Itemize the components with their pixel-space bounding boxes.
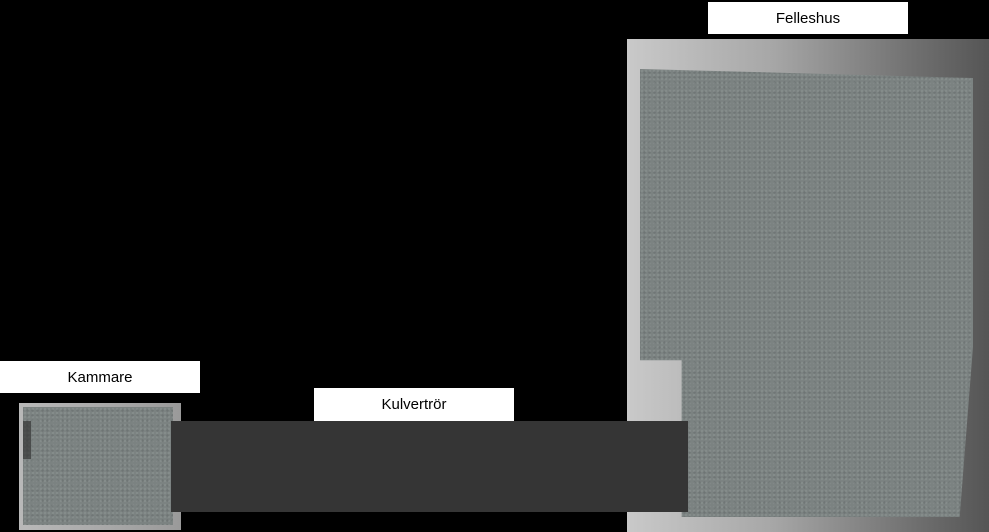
kammare-label: Kammare (0, 361, 200, 393)
kulvertror-pipe (171, 421, 688, 512)
felleshus-label: Felleshus (708, 2, 908, 34)
kulvertror-label: Kulvertrör (314, 388, 514, 421)
kammare-interior (23, 407, 173, 525)
felleshus-interior (640, 69, 973, 517)
